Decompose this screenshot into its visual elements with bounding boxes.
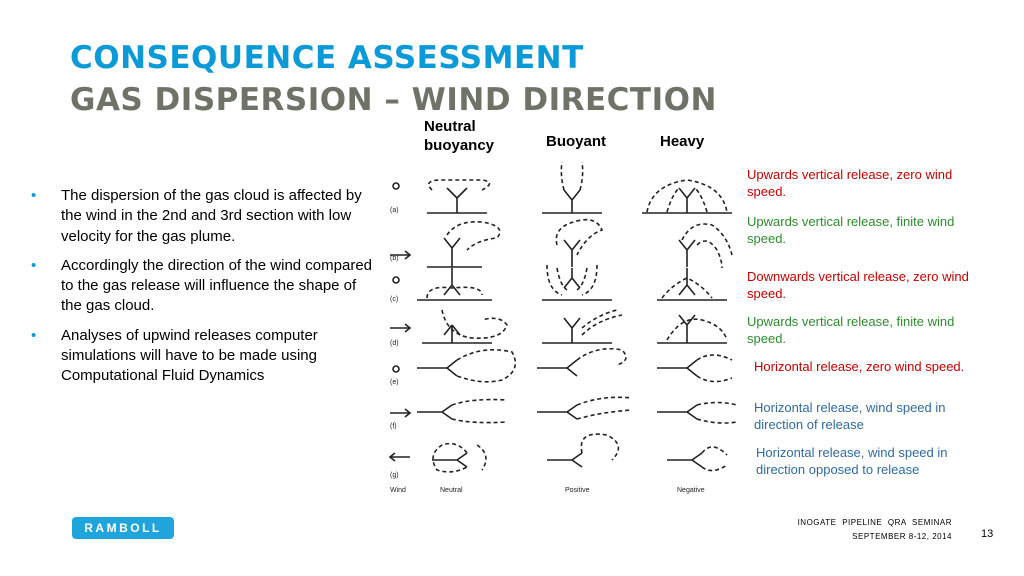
caption-row-c: Downwards vertical release, zero wind sp… (747, 269, 969, 301)
row-d (422, 309, 728, 344)
bullet-item: • Analyses of upwind releases computer si… (28, 326, 373, 387)
caption-row-a: Upwards vertical release, zero wind spee… (747, 167, 953, 199)
row-label: (f) (390, 423, 397, 430)
row-label: (b) (390, 255, 399, 262)
row-label: (e) (390, 379, 399, 386)
row-g (432, 433, 728, 473)
wind-arrow-icon (390, 250, 412, 260)
column-header-buoyant: Buoyant (546, 133, 606, 150)
row-b (427, 218, 733, 269)
zero-wind-icon (392, 276, 400, 284)
wind-arrow-icon (390, 408, 412, 418)
footer-seminar: INOGATE PIPELINE QRA SEMINAR (797, 518, 952, 527)
wind-arrow-icon (390, 323, 412, 333)
bullet-text: Accordingly the direction of the wind co… (61, 256, 373, 315)
bullet-item: • The dispersion of the gas cloud is affe… (28, 186, 373, 247)
row-label: (d) (390, 340, 399, 347)
logo-text: RAMBOLL (84, 521, 162, 535)
wind-arrow-left-icon (388, 452, 410, 462)
caption-row-f: Horizontal release, wind speed in direct… (754, 400, 946, 432)
row-label: (c) (390, 296, 398, 303)
ramboll-logo: RAMBOLL (72, 517, 174, 539)
row-label: (g) (390, 472, 399, 479)
caption-row-e: Horizontal release, zero wind speed. (754, 359, 965, 374)
bullet-icon: • (31, 326, 37, 344)
bullet-list: • The dispersion of the gas cloud is affe… (28, 186, 373, 396)
caption-row-d: Upwards vertical release, finite wind sp… (747, 314, 955, 346)
bullet-item: • Accordingly the direction of the wind c… (28, 256, 373, 317)
row-c (417, 264, 727, 301)
bullet-icon: • (31, 256, 37, 274)
bullet-icon: • (31, 187, 37, 204)
bottom-label-positive: Positive (565, 487, 590, 494)
slide-subtitle: GAS DISPERSION – WIND DIRECTION (70, 82, 717, 118)
dispersion-diagram: (a) (b) (c) (d) (e) (f) (g) Wind Neutral… (388, 161, 738, 494)
bottom-label-negative: Negative (677, 487, 705, 494)
row-a (427, 161, 732, 214)
wind-icons (388, 182, 412, 462)
bottom-label-neutral: Neutral (440, 487, 463, 494)
footer-date: SEPTEMBER 8-12, 2014 (852, 532, 952, 541)
zero-wind-icon (392, 182, 400, 190)
slide-title: CONSEQUENCE ASSESSMENT (70, 40, 584, 76)
page-number: 13 (981, 528, 994, 540)
zero-wind-icon (392, 365, 400, 373)
bullet-text: The dispersion of the gas cloud is affec… (61, 187, 362, 245)
row-e (417, 347, 733, 383)
bullet-text: Analyses of upwind releases computer sim… (61, 326, 318, 385)
row-f (417, 396, 738, 424)
row-label: (a) (390, 207, 399, 214)
caption-row-b: Upwards vertical release, finite wind sp… (747, 214, 955, 246)
column-header-heavy: Heavy (660, 133, 705, 150)
caption-row-g: Horizontal release, wind speed in direct… (756, 445, 948, 477)
column-header-neutral: Neutral buoyancy (424, 118, 495, 154)
bottom-label-wind: Wind (390, 487, 406, 494)
